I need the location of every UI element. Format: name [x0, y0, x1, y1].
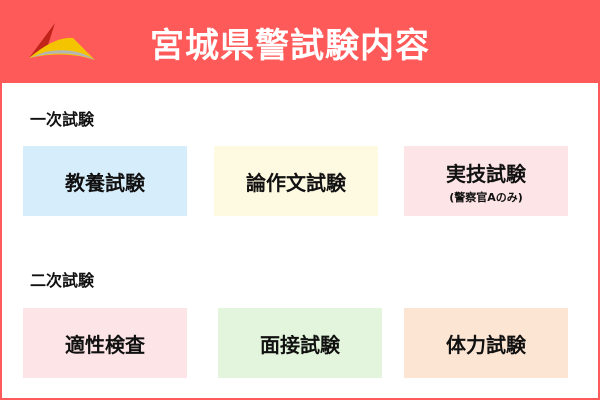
exam-note: (警察官Aのみ): [449, 190, 523, 204]
section-label-first: 一次試験: [30, 110, 95, 129]
exam-label: 論作文試験: [246, 170, 346, 195]
exam-label: 面接試験: [260, 332, 340, 357]
logo-icon: [29, 23, 95, 60]
exam-box-kyouyou: 教養試験: [23, 146, 187, 216]
page-title: 宮城県警試験内容: [150, 26, 430, 66]
exam-box-ronsakubun: 論作文試験: [214, 146, 378, 216]
section-label-second: 二次試験: [30, 271, 95, 290]
exam-label: 教養試験: [65, 170, 145, 195]
exam-box-mensetsu: 面接試験: [218, 308, 382, 378]
header: 宮城県警試験内容: [0, 0, 600, 83]
exam-box-jitsugi: 実技試験 (警察官Aのみ): [404, 146, 568, 216]
exam-box-tairyoku: 体力試験: [404, 308, 568, 378]
exam-label: 体力試験: [446, 332, 526, 357]
exam-box-tekisei: 適性検査: [23, 308, 187, 378]
exam-label: 適性検査: [65, 332, 145, 357]
exam-label: 実技試験: [446, 161, 526, 186]
